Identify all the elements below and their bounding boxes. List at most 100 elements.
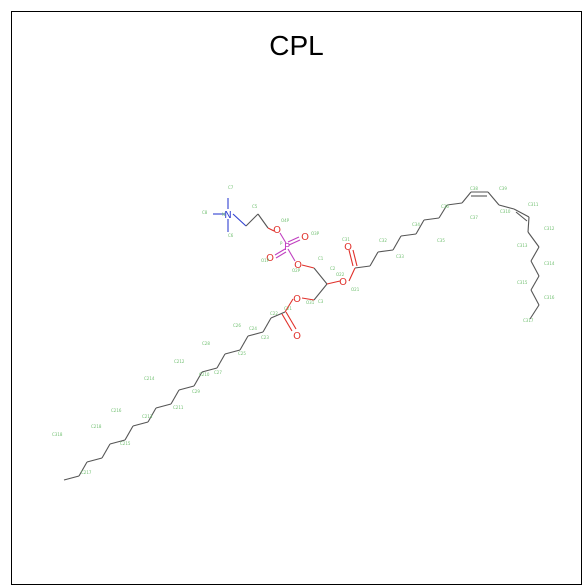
atom-annotation: C31 <box>342 237 350 242</box>
atom-annotation: C38 <box>470 186 478 191</box>
palmitoyl-chain-bond <box>132 421 149 427</box>
atom-annotation: O4P <box>281 218 290 223</box>
atom-annotation: C216 <box>111 408 122 413</box>
atom-o-label: O <box>294 260 302 271</box>
atom-o-label: O <box>344 242 352 253</box>
atom-annotation: C318 <box>52 432 63 437</box>
atom-annotation: O22 <box>336 272 345 277</box>
atom-o-label: O <box>293 294 301 305</box>
atom-annotation: N <box>222 212 225 217</box>
atom-annotation: C37 <box>470 215 478 220</box>
atom-annotation: C211 <box>173 405 184 410</box>
glycerol-bond <box>313 267 328 285</box>
atom-annotation: C311 <box>528 202 539 207</box>
c-o-bond <box>267 227 275 232</box>
atom-annotation: C213 <box>142 414 153 419</box>
c-o-double-bond <box>285 311 297 330</box>
atom-annotation: C310 <box>500 209 511 214</box>
c-o-bond <box>326 280 341 285</box>
atom-annotation: C8 <box>202 210 208 215</box>
palmitoyl-chain-bond <box>201 367 218 373</box>
oleoyl-chain-bond <box>527 231 540 248</box>
palmitoyl-chain-bond <box>63 475 80 481</box>
palmitoyl-chain-bond <box>170 389 180 405</box>
oleoyl-chain-bond <box>354 265 371 269</box>
atom-annotation: C34 <box>412 222 420 227</box>
atom-annotation: C312 <box>544 226 555 231</box>
atom-annotation: C316 <box>544 295 555 300</box>
palmitoyl-chain-bond <box>78 461 88 477</box>
atom-annotation: C2 <box>330 266 336 271</box>
atom-annotation: C215 <box>120 441 131 446</box>
atom-annotation: C217 <box>81 470 92 475</box>
ethylene-bond <box>257 213 269 229</box>
atom-annotation: P <box>280 241 283 246</box>
atom-n-label: N <box>224 210 231 221</box>
oleoyl-chain-bond <box>498 204 515 210</box>
atom-annotation: O2P <box>292 268 301 273</box>
p-o-double-bond <box>287 236 300 243</box>
palmitoyl-chain-bond <box>147 407 157 423</box>
atom-o-label: O <box>266 253 274 264</box>
atom-annotation: O21 <box>351 287 360 292</box>
oleoyl-chain-bond <box>400 233 417 237</box>
palmitoyl-chain-bond <box>109 439 126 445</box>
oleoyl-chain-bond <box>530 246 540 262</box>
oleoyl-chain-bond <box>529 304 540 320</box>
palmitoyl-chain-bond <box>216 353 226 369</box>
atom-annotation: C210 <box>199 372 210 377</box>
cis-double-bond <box>515 211 528 222</box>
atom-annotation: C32 <box>379 238 387 243</box>
atom-annotation: C5 <box>252 204 258 209</box>
oleoyl-chain-bond <box>446 202 463 206</box>
palmitoyl-chain-bond <box>193 371 203 387</box>
oleoyl-chain-bond <box>527 216 530 233</box>
atom-annotation: C7 <box>228 185 234 190</box>
atom-annotation: C29 <box>192 389 200 394</box>
atom-annotation: C314 <box>544 261 555 266</box>
p-o-double-bond <box>274 248 286 256</box>
bond-layer <box>63 191 540 481</box>
atom-annotation: C35 <box>437 238 445 243</box>
oleoyl-chain-bond <box>377 249 394 253</box>
o-c-bond <box>284 298 294 313</box>
atom-annotation: O31 <box>306 300 315 305</box>
o-c-bond <box>301 264 315 269</box>
oleoyl-chain-bond <box>530 289 540 306</box>
o-p-bond <box>279 232 287 244</box>
palmitoyl-chain-bond <box>124 425 134 441</box>
oleoyl-chain-bond <box>530 260 540 277</box>
atom-annotation: C317 <box>523 318 534 323</box>
oleoyl-chain-bond <box>392 235 402 251</box>
atom-annotation: C33 <box>396 254 404 259</box>
atom-annotation: C21 <box>284 306 292 311</box>
ethylene-bond <box>245 213 259 227</box>
p-o-double-bond <box>275 251 287 259</box>
oleoyl-chain-bond <box>423 217 440 221</box>
palmitoyl-chain-bond <box>101 443 111 459</box>
glycerol-bond <box>313 283 328 301</box>
oleoyl-chain-bond <box>487 191 500 206</box>
atom-annotation: O3P <box>311 231 320 236</box>
palmitoyl-chain-bond <box>262 317 272 333</box>
palmitoyl-chain-bond <box>86 457 103 463</box>
c-o-double-bond <box>281 313 293 332</box>
oleoyl-chain-bond <box>513 208 530 218</box>
atom-annotation: C212 <box>174 359 185 364</box>
atom-o-label: O <box>339 277 347 288</box>
palmitoyl-chain-bond <box>155 403 172 409</box>
oleoyl-chain-bond <box>369 251 379 267</box>
palmitoyl-chain-bond <box>178 385 195 391</box>
atom-annotation: C3 <box>318 299 324 304</box>
atom-annotation: C313 <box>517 243 528 248</box>
atom-annotation: C22 <box>270 311 278 316</box>
oleoyl-chain-bond <box>438 204 448 219</box>
atom-annotation: C214 <box>144 376 155 381</box>
palmitoyl-chain-bond <box>239 335 249 351</box>
p-o-bond <box>287 248 296 262</box>
n-c-bond <box>232 213 247 227</box>
oleoyl-chain-bond <box>530 275 540 291</box>
c-o-bond <box>301 297 315 301</box>
oleoyl-chain-bond <box>415 219 425 235</box>
